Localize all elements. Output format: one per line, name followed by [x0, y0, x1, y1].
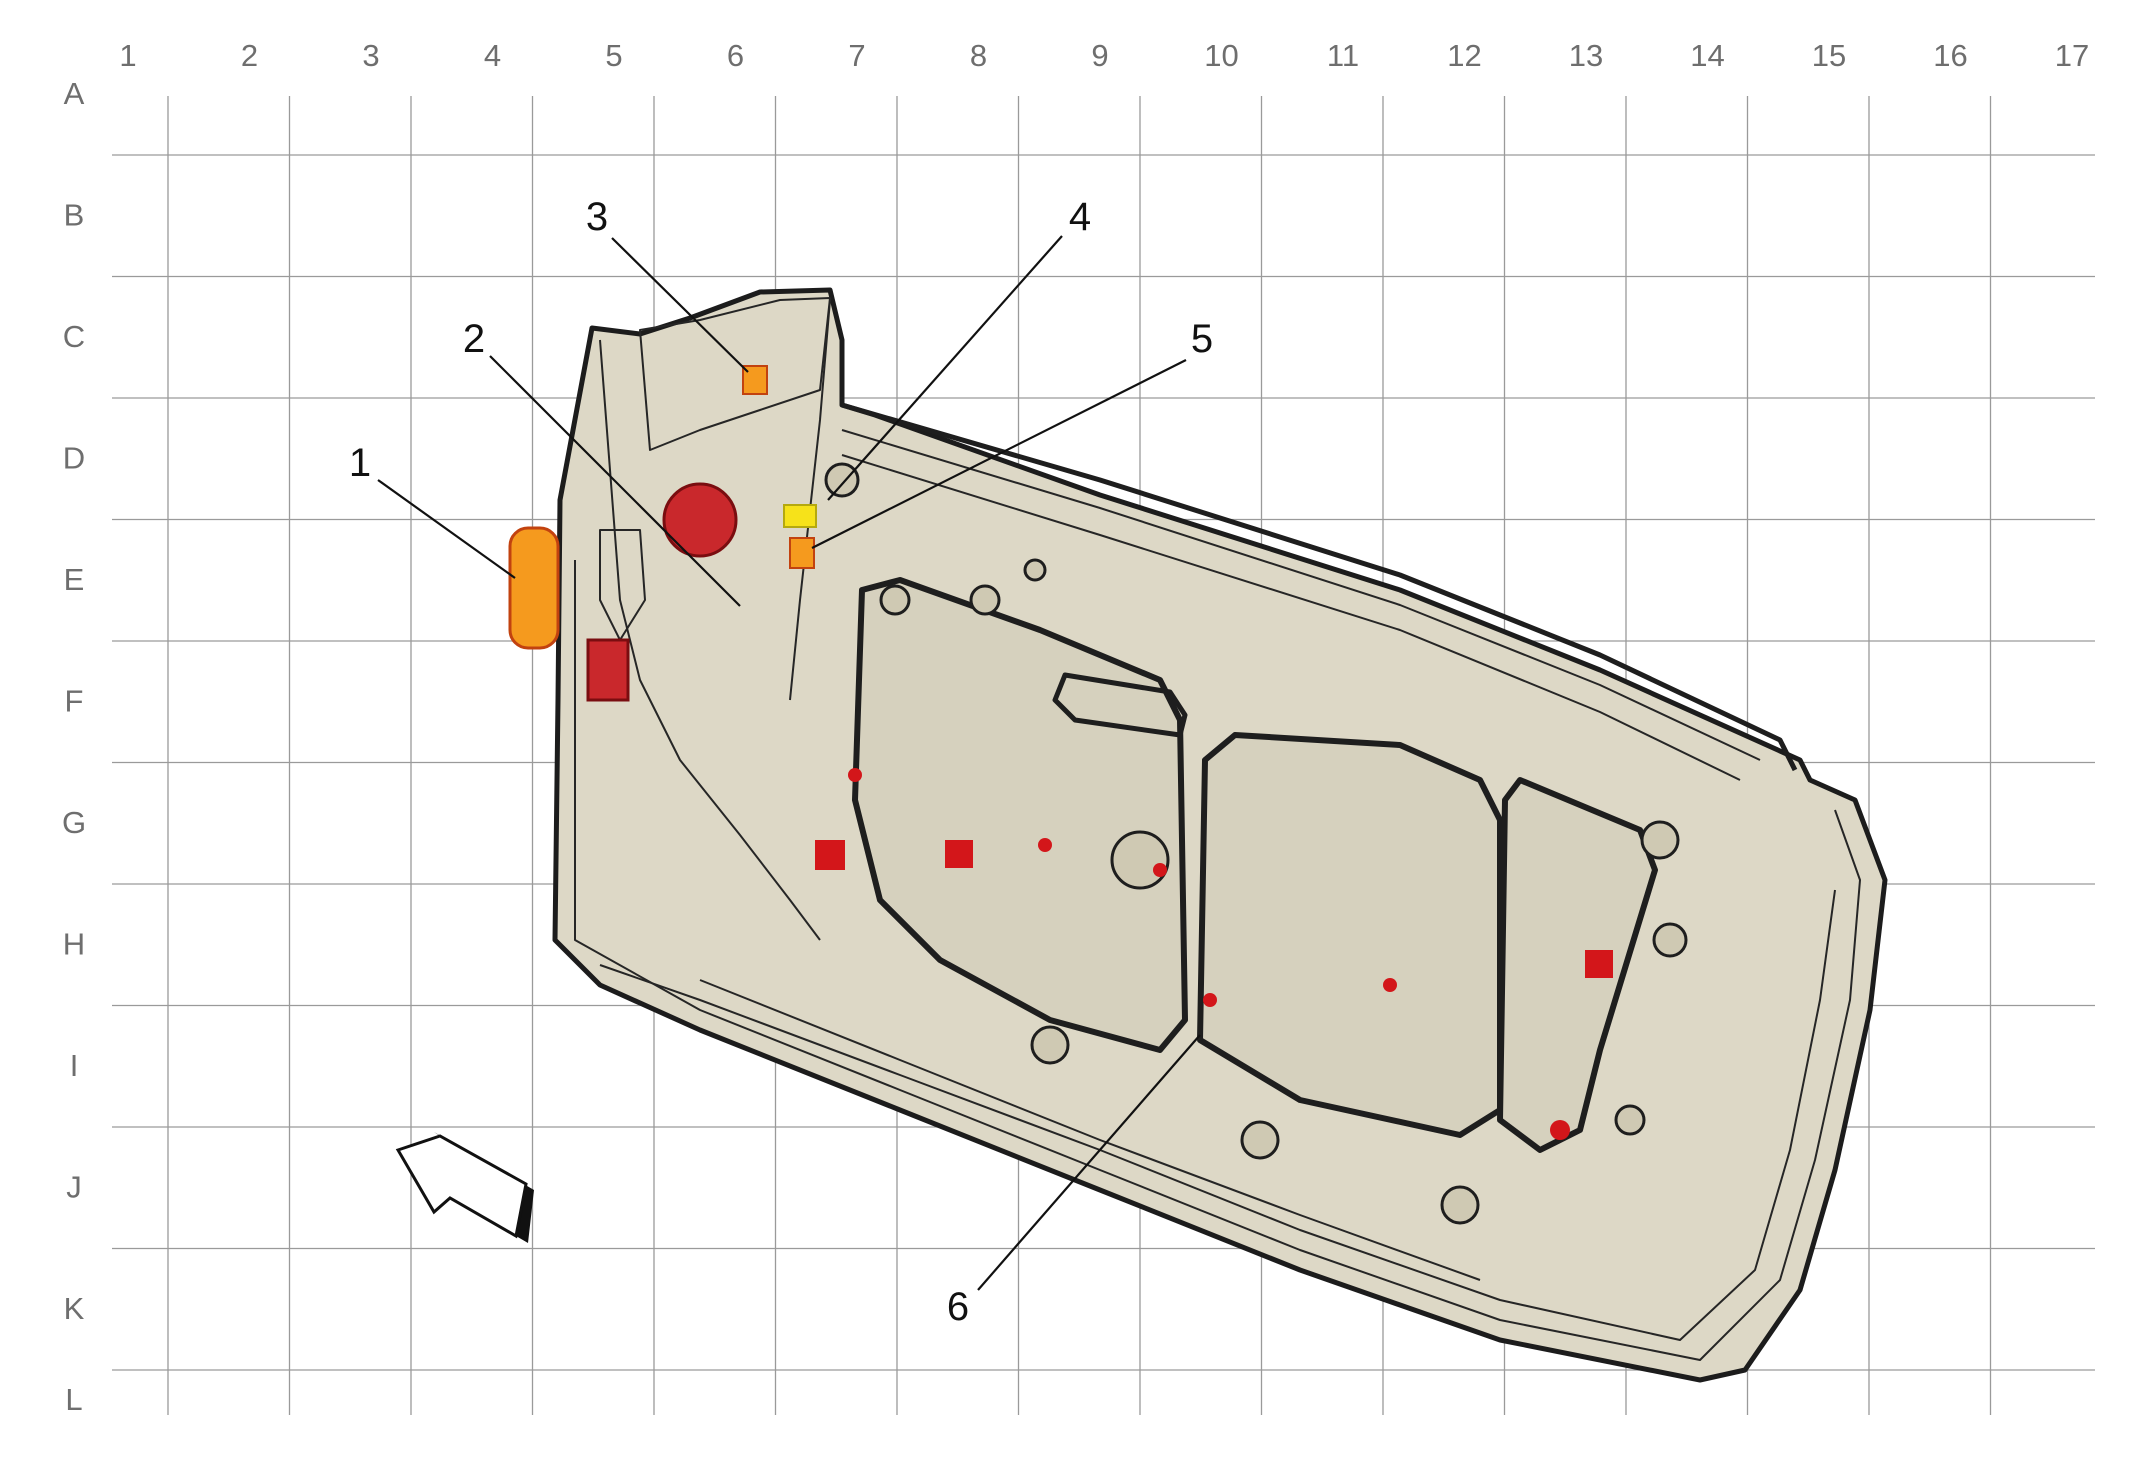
harness-clip [1038, 838, 1052, 852]
grid-row-label: D [63, 441, 85, 476]
grid-column-label: 4 [484, 38, 501, 73]
harness-connector [815, 840, 845, 870]
grid-column-label: 8 [970, 38, 987, 73]
grid-row-label: K [64, 1291, 85, 1326]
grid-column-label: 9 [1091, 38, 1108, 73]
door-hole [879, 584, 911, 616]
grid-row-labels: A B C D E F G H I J K L [62, 76, 86, 1417]
door-inner-edge-2 [599, 889, 1836, 1341]
harness-clip [1153, 863, 1167, 877]
callout-label-4: 4 [1069, 195, 1091, 239]
callout-label-1: 1 [349, 441, 371, 485]
door-hinge-bracket [599, 529, 646, 641]
grid-column-label: 13 [1569, 38, 1603, 73]
grid-column-label: 16 [1933, 38, 1967, 73]
grid-row-label: L [65, 1382, 82, 1417]
component-5-connector [783, 504, 817, 528]
door-panel [552, 287, 1888, 1383]
component-1-connector [508, 526, 560, 650]
wiring-harness [586, 482, 1613, 1140]
grid-column-label: 17 [2055, 38, 2089, 73]
grid-row-label: B [64, 198, 85, 233]
grid-row-label: G [62, 805, 86, 840]
door-hole [1240, 1120, 1280, 1160]
door-hole [1440, 1185, 1480, 1225]
door-large-cutout [1197, 732, 1503, 1138]
door-hole [1614, 1104, 1646, 1136]
grid-row-label: A [64, 76, 85, 111]
grid-row-label: J [66, 1170, 82, 1205]
grid-column-label: 11 [1327, 38, 1359, 73]
grid-column-label: 14 [1690, 38, 1724, 73]
callout-label-2: 2 [463, 317, 485, 361]
callout-label-5: 5 [1191, 317, 1213, 361]
grid-column-label: 12 [1447, 38, 1481, 73]
door-hole [824, 462, 860, 498]
component-5-sub-connector [789, 537, 815, 569]
harness-clip [1550, 1120, 1570, 1140]
grid-row-label: F [65, 684, 84, 719]
callout-leader-1 [377, 479, 516, 579]
door-hole [1640, 820, 1680, 860]
component-3-connector [742, 365, 768, 395]
harness-clip [1383, 978, 1397, 992]
grid-row-label: C [63, 319, 85, 354]
harness-connector [1585, 950, 1613, 978]
door-hole [1652, 922, 1688, 958]
door-top-rail-3 [841, 454, 1741, 781]
grid-column-label: 10 [1204, 38, 1238, 73]
grid-column-label: 6 [727, 38, 744, 73]
grid-column-label: 1 [119, 38, 136, 73]
grid-row-label: I [70, 1048, 79, 1083]
callout-leader-6 [977, 1034, 1201, 1291]
grid-column-label: 7 [848, 38, 865, 73]
grid-row-label: H [63, 927, 85, 962]
door-hole [1030, 1025, 1070, 1065]
door-lower-rail [699, 979, 1481, 1281]
callout-leader-2 [489, 355, 741, 607]
grid-column-label: 2 [241, 38, 258, 73]
grid-row-label: E [64, 562, 85, 597]
direction-arrow-icon [395, 1132, 534, 1243]
grid-column-label: 15 [1812, 38, 1846, 73]
door-hole [1110, 830, 1170, 890]
speaker-component [662, 482, 738, 558]
door-top-rail [841, 402, 1798, 772]
callout-leader-4 [827, 235, 1063, 501]
harness-connector [945, 840, 973, 868]
door-hole [1023, 558, 1047, 582]
door-front-cutout [852, 577, 1188, 1053]
grid-column-label: 3 [362, 38, 379, 73]
callout-label-3: 3 [586, 195, 608, 239]
harness-clip [1203, 993, 1217, 1007]
callout-leader-3 [611, 237, 749, 373]
callout-label-6: 6 [947, 1285, 969, 1329]
door-upper-slot [1052, 672, 1188, 738]
door-hinge-pillar [599, 339, 821, 941]
harness-connector-block [586, 638, 630, 702]
callout-leaders [377, 235, 1201, 1291]
door-top-rail-2 [841, 429, 1761, 761]
door-inner-edge [574, 560, 1861, 1361]
door-mirror-mount [639, 297, 831, 451]
callout-leader-5 [811, 359, 1187, 549]
door-hole [969, 584, 1001, 616]
grid-column-label: 5 [605, 38, 622, 73]
harness-clip [848, 768, 862, 782]
callout-labels: 1 2 3 4 5 6 [349, 195, 1213, 1329]
